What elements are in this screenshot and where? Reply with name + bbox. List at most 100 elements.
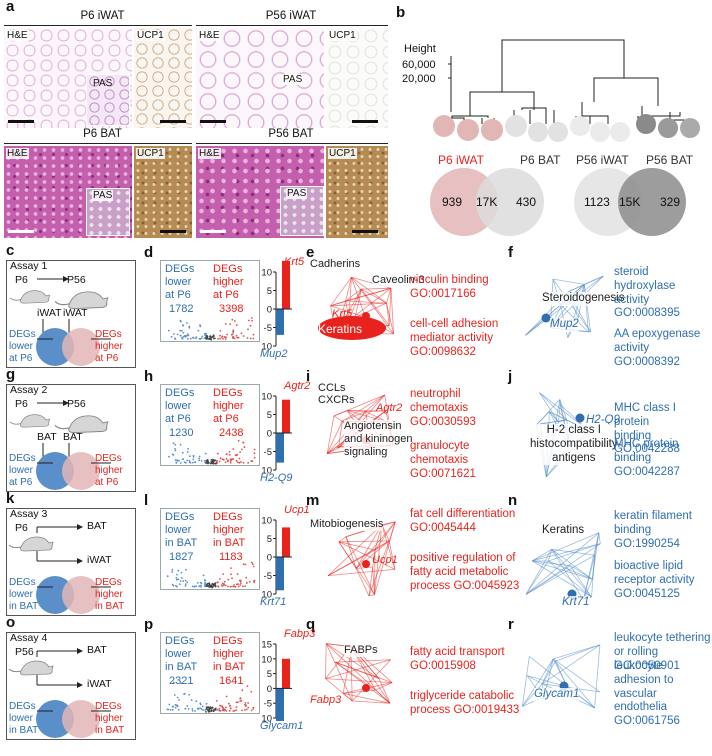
volcano-n-lower: 1827 xyxy=(169,551,194,563)
bar-tick-label: 10 xyxy=(262,392,272,403)
bar-tick-label: 5 xyxy=(267,410,272,421)
bar-up-gene: Ucp1 xyxy=(284,504,310,516)
left-age: P6 xyxy=(15,274,28,286)
red-network-label: Ucp1 xyxy=(372,554,398,566)
title-p56-bat: P56 BAT xyxy=(268,128,314,140)
right-age: P56 xyxy=(67,274,86,286)
volcano-n-higher: 1183 xyxy=(219,551,243,563)
red-network-label: Fabp3 xyxy=(310,694,342,706)
bar-down xyxy=(276,557,284,591)
bar-tick-label: -5 xyxy=(264,571,272,582)
mouse-icon xyxy=(9,290,51,304)
he-label: H&E xyxy=(6,148,29,159)
ucp1-label: UCP1 xyxy=(136,30,165,41)
bar-down xyxy=(276,688,284,721)
left-age: P6 xyxy=(15,522,28,534)
red-network-label: Keratins xyxy=(318,322,363,336)
panel-label-n: n xyxy=(508,492,518,509)
tick-60000: 60,000 xyxy=(402,59,436,71)
right-tissue: iWAT xyxy=(63,307,88,319)
bar-tick-label: -10 xyxy=(262,342,272,353)
panel-label-l: l xyxy=(144,492,149,509)
left-tissue: iWAT xyxy=(37,307,62,319)
blue-network xyxy=(522,644,601,709)
ucp1-p56-bat-image xyxy=(326,146,388,238)
blue-network-label: Mup2 xyxy=(550,318,579,332)
red-network xyxy=(318,276,394,340)
venn-right-a: 1123 xyxy=(584,195,610,209)
panel-label-r: r xyxy=(508,616,514,633)
pas-p6-iwat-inset xyxy=(86,74,130,126)
pas-label: PAS xyxy=(286,188,308,199)
bar-tick-label: 15 xyxy=(262,640,272,651)
bar-tick-label: 10 xyxy=(262,654,272,665)
panel-label-b: b xyxy=(396,4,406,21)
ucp1-p6-bat-image xyxy=(134,146,192,238)
mouse-icon xyxy=(8,536,54,552)
panel-label-f: f xyxy=(508,244,513,261)
blue-network-label: Krt71 xyxy=(562,596,590,610)
bar-tick-label: -10 xyxy=(262,714,272,725)
red-network-label: Cadherins xyxy=(310,258,361,272)
red-network-label: CCLs xyxy=(318,382,346,396)
right-tissue: BAT xyxy=(63,431,83,443)
bar-tick-label: -5 xyxy=(264,699,272,710)
group-label-p56-bat: P56 BAT xyxy=(646,153,694,167)
he-p56-iwat-image xyxy=(196,28,324,128)
bar-up xyxy=(282,658,290,689)
group-label-p56-iwat: P56 iWAT xyxy=(576,153,629,167)
he-label: H&E xyxy=(198,148,221,159)
bar-up xyxy=(282,527,290,557)
dendrogram: Height 60,000 20,000 P6 iWAT P6 BAT P56 … xyxy=(402,39,700,236)
panel-label-m: m xyxy=(306,492,320,509)
bar-tick-label: 5 xyxy=(267,669,272,680)
red-network xyxy=(325,643,393,704)
title-p6-iwat: P6 iWAT xyxy=(80,10,125,22)
panel-label-e: e xyxy=(306,244,315,261)
panel-label-i: i xyxy=(306,368,311,385)
bar-tick-label: -5 xyxy=(264,447,272,458)
pas-label: PAS xyxy=(92,190,114,201)
title-p6-bat: P6 BAT xyxy=(83,128,122,140)
mouse-icon xyxy=(9,414,51,428)
ucp1-label: UCP1 xyxy=(136,148,165,159)
mouse-icon xyxy=(8,660,54,676)
to-bottom: iWAT xyxy=(87,678,112,690)
to-top: BAT xyxy=(87,520,107,532)
group-label-p6-bat: P6 BAT xyxy=(520,153,561,167)
bar-up-gene: Fabp3 xyxy=(284,628,316,640)
venn-left-b: 430 xyxy=(516,195,536,209)
bar-tick-label: -10 xyxy=(262,590,272,601)
bar-tick-label: -5 xyxy=(264,323,272,334)
panel-label-h: h xyxy=(144,368,154,385)
right-age: P56 xyxy=(67,398,86,410)
panel-label-c: c xyxy=(6,242,15,259)
red-network-label: Mitobiogenesis xyxy=(310,518,384,532)
red-network-label: CXCRs xyxy=(318,394,355,408)
bar-down-gene: Glycam1 xyxy=(260,720,304,732)
